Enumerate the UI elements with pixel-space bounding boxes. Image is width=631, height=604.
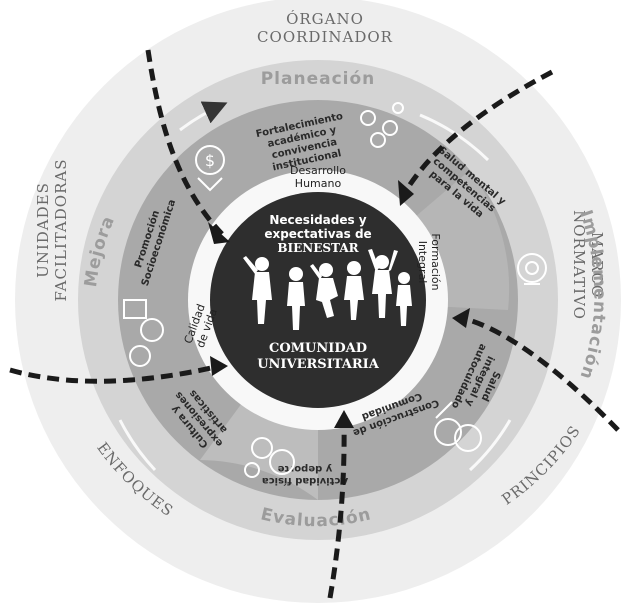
person-figure (243, 256, 272, 324)
arrowhead-top-left (208, 222, 230, 244)
actividad-line2: y deporte (278, 463, 333, 474)
dimension-icons: $ (123, 102, 547, 478)
core-text-line4: COMUNIDAD (269, 341, 367, 356)
dimension-actividad: Actividad física y deporte (262, 463, 348, 487)
unidades-label-line1: UNIDADES (34, 182, 52, 278)
desarrollo-line1: Desarrollo (290, 164, 346, 177)
dashed-arrow-left (9, 363, 221, 384)
arrowhead-bottom (334, 410, 354, 428)
person-figure (368, 249, 398, 318)
unidades-facilitadoras-label: UNIDADES FACILITADORAS (34, 159, 70, 302)
marco-label-line2: NORMATIVO (570, 210, 588, 320)
arrowhead-top-right (398, 180, 414, 206)
svg-text:$: $ (205, 151, 215, 170)
dashed-arrow-bottom (327, 421, 347, 599)
people-group-icon (360, 102, 404, 148)
arrowhead-left (210, 356, 228, 376)
theater-masks-icon (123, 299, 164, 367)
organo-label-line2: COORDINADOR (257, 28, 393, 46)
person-figure (310, 263, 338, 318)
flow-arrow-top-left (179, 101, 228, 132)
dashed-arrow-right (461, 315, 620, 432)
marco-normativo-label: MARCO NORMATIVO (570, 210, 606, 320)
unidades-label-line2: FACILITADORAS (52, 159, 70, 302)
planeacion-label: Planeación (261, 69, 376, 89)
actividad-line1: Actividad física (262, 475, 348, 487)
formacion-line2: Integral (416, 241, 429, 284)
dashed-arrow-top-left (145, 49, 224, 236)
core-text-line5: UNIVERSITARIA (257, 357, 380, 372)
head-brain-icon (517, 253, 547, 285)
sports-balls-icon (244, 437, 295, 478)
dashed-arrow-top-right (401, 69, 554, 196)
desarrollo-humano-label: Desarrollo Humano (290, 164, 346, 190)
arrowhead-right (452, 308, 470, 328)
core-text-line1: Necesidades y (269, 213, 366, 227)
desarrollo-line2: Humano (295, 177, 342, 190)
core-text-line2: expectativas de (264, 227, 371, 241)
organo-label-line1: ÓRGANO (286, 10, 364, 28)
marco-label-line1: MARCO (588, 232, 606, 298)
money-shield-icon: $ (195, 145, 225, 192)
formacion-line1: Formación (429, 233, 442, 290)
hands-together-icon (434, 401, 482, 452)
person-figure (287, 267, 305, 330)
dashed-arrows (9, 49, 620, 599)
jumping-people-illustration (243, 249, 412, 330)
flow-arrow-bottom-left (118, 419, 157, 472)
arrowheads (208, 180, 470, 428)
flow-arrow-bottom-right (468, 419, 512, 472)
core-text-line3: BIENESTAR (277, 241, 359, 255)
person-figure (396, 272, 412, 326)
formacion-integral-label: Formación Integral (416, 233, 442, 290)
person-figure (344, 261, 364, 320)
